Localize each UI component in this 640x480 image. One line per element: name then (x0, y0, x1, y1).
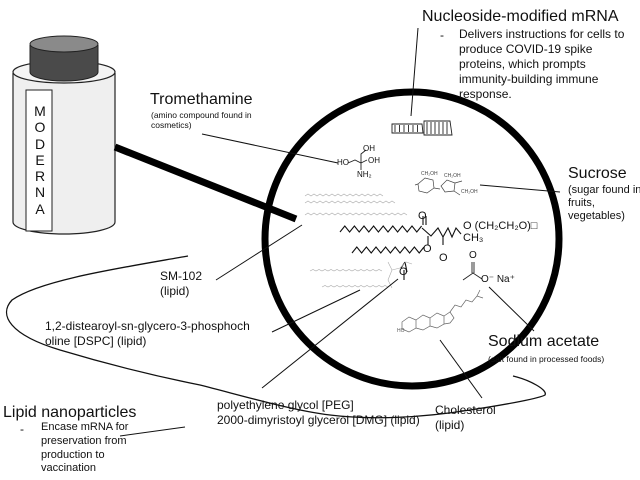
mrna-description-line: produce COVID-19 spike (459, 42, 593, 56)
lnp-description-line: preservation from (41, 434, 127, 447)
sodium-acetate-description: (salt found in processed foods) (488, 354, 605, 364)
leader-sodium-acetate (488, 286, 535, 332)
dspc-label-line: oline [DSPC] (lipid) (45, 334, 147, 348)
mrna-description-line: immunity-building immune (459, 72, 599, 86)
tromethamine-description-line: cosmetics) (151, 120, 192, 131)
chem-acetate-o: O (469, 250, 477, 261)
chem-ho: HO (337, 158, 349, 167)
vial-letter: M (34, 103, 46, 119)
leader-cholesterol (439, 339, 483, 399)
chem-ch2oh: CH₂OH (421, 171, 438, 177)
dspc-structure (309, 261, 413, 289)
chem-acetate-ion: O⁻ Na⁺ (481, 274, 515, 285)
leader-tromethamine (201, 133, 339, 164)
chem-o: O (418, 210, 427, 222)
chem-nh2: NH₂ (357, 170, 372, 179)
vial-letter: D (34, 135, 46, 152)
chem-ch3: CH₃ (463, 232, 484, 244)
mrna-description-line: proteins, which prompts (459, 57, 586, 71)
tromethamine-structure (347, 149, 368, 170)
chem-ch2oh: CH₂OH (461, 189, 478, 195)
leader-dspc (271, 289, 361, 333)
sucrose-description-line: fruits, (568, 197, 595, 210)
sucrose-description-line: (sugar found in (568, 184, 640, 196)
sodium-acetate-title: Sodium acetate (488, 333, 600, 350)
lnp-description: Encase mRNA for preservation from produc… (41, 421, 128, 476)
cholesterol-label-line: (lipid) (435, 418, 465, 432)
mrna-strand-icon (391, 120, 453, 136)
tromethamine-title: Tromethamine (150, 91, 253, 108)
tromethamine-description-line: (amino compound found in (151, 110, 252, 120)
lnp-description-line: production to (41, 448, 105, 461)
lnp-bullet: - (20, 422, 24, 436)
mrna-description: Delivers instructions for cells to produ… (459, 27, 624, 102)
peg-dmg-structure (339, 216, 462, 280)
peg-dmg-label-line: 2000-dimyristoyl glycerol [DMG] (lipid) (217, 413, 420, 427)
leader-mrna (410, 27, 419, 117)
peg-dmg-label: polyethylene glycol [PEG] 2000-dimyristo… (217, 398, 420, 428)
lnp-title: Lipid nanoparticles (3, 404, 137, 421)
moderna-vial (12, 35, 116, 235)
vial-letter: R (34, 168, 46, 185)
sucrose-description-line: vegetables) (568, 210, 625, 223)
chem-o: O (439, 252, 448, 264)
sm102-label-line: SM-102 (160, 269, 203, 283)
sm102-label-line: (lipid) (160, 284, 190, 298)
chem-o: O (423, 243, 432, 255)
sm102-label: SM-102 (lipid) (160, 269, 202, 299)
lipid-nanoparticle-outline (6, 255, 546, 419)
cholesterol-label: Cholesterol (lipid) (435, 403, 496, 433)
vial-letter: E (35, 151, 45, 168)
chem-oh: OH (363, 144, 375, 153)
lnp-description-line: vaccination (41, 462, 97, 475)
sm102-structure (304, 193, 408, 216)
sucrose-description: (sugar found in fruits, vegetables) (568, 184, 640, 224)
mrna-description-line: Delivers instructions for cells to (459, 27, 625, 41)
leader-peg (261, 278, 399, 389)
dspc-label: 1,2-distearoyl-sn-glycero-3-phosphoch ol… (45, 319, 250, 349)
sucrose-structure (414, 177, 463, 196)
leader-lnp (119, 426, 186, 437)
magnifier-circle (261, 88, 563, 390)
mrna-bullet: - (440, 28, 444, 42)
mrna-title: Nucleoside-modified mRNA (422, 8, 619, 25)
sucrose-title: Sucrose (568, 165, 627, 182)
chem-ho: HO (397, 328, 405, 334)
chem-o: O (399, 266, 408, 278)
vial-cap-top (29, 35, 99, 53)
chem-oh: OH (368, 156, 380, 165)
vial-letter: O (34, 119, 46, 136)
leader-lines (119, 27, 561, 437)
cholesterol-structure (401, 289, 484, 333)
tromethamine-description: (amino compound found in cosmetics) (151, 110, 252, 130)
vial-letter: N (34, 184, 46, 201)
dspc-label-line: 1,2-distearoyl-sn-glycero-3-phosphoch (45, 319, 250, 333)
chem-ch2oh: CH₂OH (444, 173, 461, 179)
vial-letter: A (35, 200, 45, 217)
cholesterol-label-line: Cholesterol (435, 403, 496, 417)
chem-peg-o: O (CH₂CH₂O)□ (463, 220, 538, 232)
sodium-acetate-structure (462, 262, 483, 281)
vial-label (25, 89, 53, 232)
lnp-description-line: Encase mRNA for (41, 421, 129, 433)
leader-sm102 (215, 224, 303, 281)
vial-cap-side (29, 45, 99, 82)
peg-dmg-label-line: polyethylene glycol [PEG] (217, 398, 354, 412)
vial-brand-label: M O D E R N A (28, 103, 52, 217)
leader-sucrose (479, 184, 561, 193)
mrna-description-line: response. (459, 87, 512, 101)
